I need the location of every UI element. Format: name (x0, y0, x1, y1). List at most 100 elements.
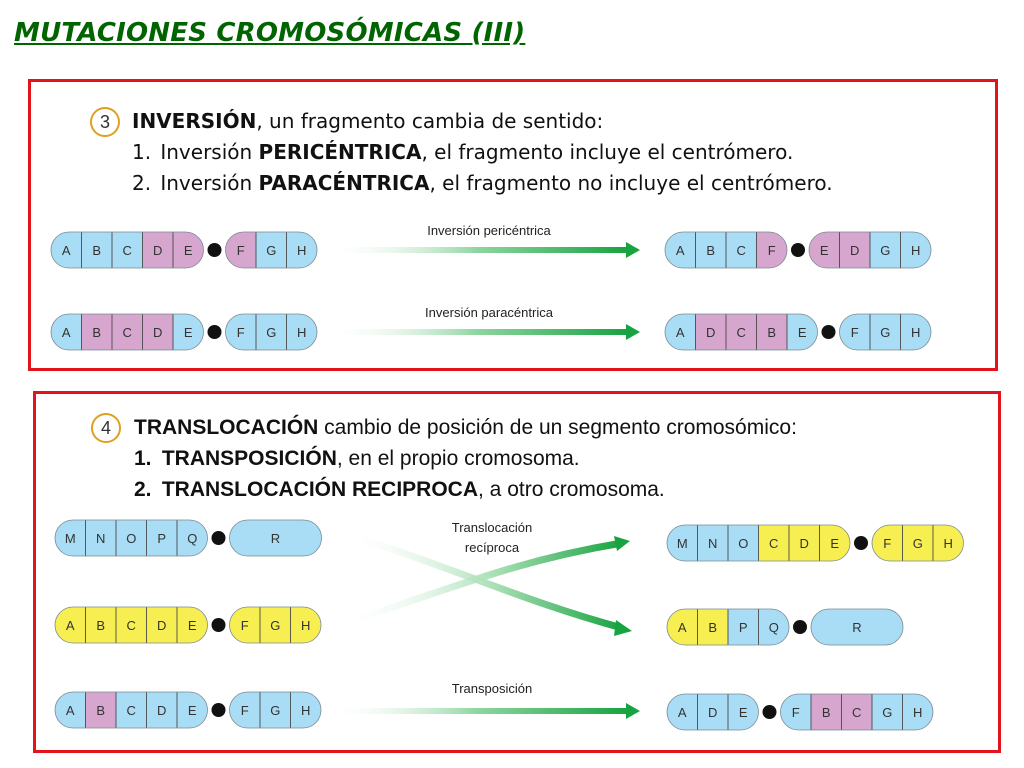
chromosome-segment (695, 232, 727, 268)
chromosome-arm-right (780, 693, 934, 731)
gene-label: R (271, 531, 280, 546)
chromosome-segment (756, 314, 788, 350)
gene-label: A (676, 325, 685, 340)
gene-label: C (737, 243, 746, 258)
gene-label: Q (769, 620, 779, 635)
chromosome-arm-right (808, 231, 932, 269)
chromosome-segment (81, 232, 113, 268)
item-bold: PARACÉNTRICA (258, 171, 430, 195)
inversion-heading-bold: INVERSIÓN (132, 109, 257, 133)
chromosome-segment (55, 520, 86, 556)
chromosome-segment (55, 607, 86, 643)
gene-label: G (913, 536, 923, 551)
gene-label: A (66, 618, 75, 633)
chromosome-arm-left (666, 524, 851, 562)
chromosome-arm-left (666, 608, 790, 646)
chromosome-segment (809, 232, 840, 268)
inversion-panel (28, 79, 998, 371)
chromosome-arm-left (54, 691, 208, 729)
chromosome-segment (229, 520, 322, 556)
gene-label: D (800, 536, 809, 551)
chromosome-segment (726, 314, 757, 350)
chromosome-segment (146, 520, 178, 556)
chromosome-segment (665, 232, 696, 268)
gene-label: F (241, 618, 249, 633)
gene-label: M (677, 536, 688, 551)
chromosome-segment (811, 609, 903, 645)
chromosome-segment (667, 609, 698, 645)
translocation-panel (33, 391, 1001, 753)
chromosome-segment (839, 314, 871, 350)
chromosome-segment (872, 694, 903, 730)
inversion-text: INVERSIÓN, un fragmento cambia de sentid… (132, 106, 833, 199)
chromosome-arm-left (50, 313, 204, 351)
item-text: , el fragmento no incluye el centrómero. (429, 171, 833, 195)
chromosome-segment (667, 525, 698, 561)
chromosome-segment (697, 694, 729, 730)
list-number: 2. (134, 478, 152, 501)
chromosome-segment (116, 607, 147, 643)
gene-label: N (96, 531, 105, 546)
list-number: 1. (132, 140, 152, 164)
arrow-paracentric (325, 324, 640, 340)
gene-label: D (706, 325, 715, 340)
gene-label: H (301, 618, 310, 633)
centromere (211, 531, 226, 545)
gene-label: E (184, 325, 193, 340)
gene-label: B (822, 705, 831, 720)
chromosome-segment (112, 314, 143, 350)
chromosome-segment (51, 232, 82, 268)
chromosome-segment (811, 694, 842, 730)
gene-label: H (911, 325, 920, 340)
gene-label: H (301, 703, 310, 718)
chromosome-segment (902, 525, 934, 561)
centromere (207, 243, 222, 257)
item-bold: TRANSLOCACIÓN RECIPROCA (161, 478, 479, 501)
gene-label: M (65, 531, 76, 546)
gene-label: G (270, 618, 280, 633)
chromosome-segment (870, 314, 901, 350)
arrow-label-paracentric: Inversión paracéntrica (425, 305, 554, 320)
gene-label: A (66, 703, 75, 718)
gene-label: C (127, 703, 136, 718)
gene-label: G (880, 243, 890, 258)
chromosome-arm-right (871, 524, 964, 562)
centromere (854, 536, 868, 550)
gene-label: G (270, 703, 280, 718)
centromere (793, 620, 807, 634)
gene-label: P (157, 531, 166, 546)
arrow-label-transposition: Transposición (452, 681, 532, 696)
gene-label: R (852, 620, 861, 635)
arrow-reciprocal-cross (338, 528, 632, 636)
gene-label: G (266, 243, 276, 258)
chromosome-arm-left (664, 313, 818, 351)
chromosome-arm-right (229, 691, 322, 729)
centromere (211, 618, 226, 632)
inversion-heading-rest: , un fragmento cambia de sentido: (256, 109, 604, 133)
gene-label: F (237, 243, 245, 258)
chromosome-arm-right (810, 608, 904, 646)
gene-label: D (157, 618, 166, 633)
gene-label: D (708, 705, 717, 720)
gene-label: E (184, 243, 193, 258)
chromosome-segment (142, 314, 174, 350)
gene-label: F (792, 705, 800, 720)
gene-label: C (852, 705, 861, 720)
centromere (207, 325, 222, 339)
slide-title: MUTACIONES CROMOSÓMICAS (III) (14, 18, 526, 48)
chromosome-arm-left (54, 606, 208, 644)
chromosome-segment (81, 314, 113, 350)
item-text: Inversión (160, 140, 259, 164)
chromosome-arm-left (666, 693, 759, 731)
item-text: , en el propio cromosoma. (336, 447, 580, 470)
gene-label: C (737, 325, 746, 340)
chromosome-segment (116, 692, 147, 728)
gene-label: E (739, 705, 748, 720)
chromosome-segment (841, 694, 873, 730)
gene-label: A (62, 243, 71, 258)
